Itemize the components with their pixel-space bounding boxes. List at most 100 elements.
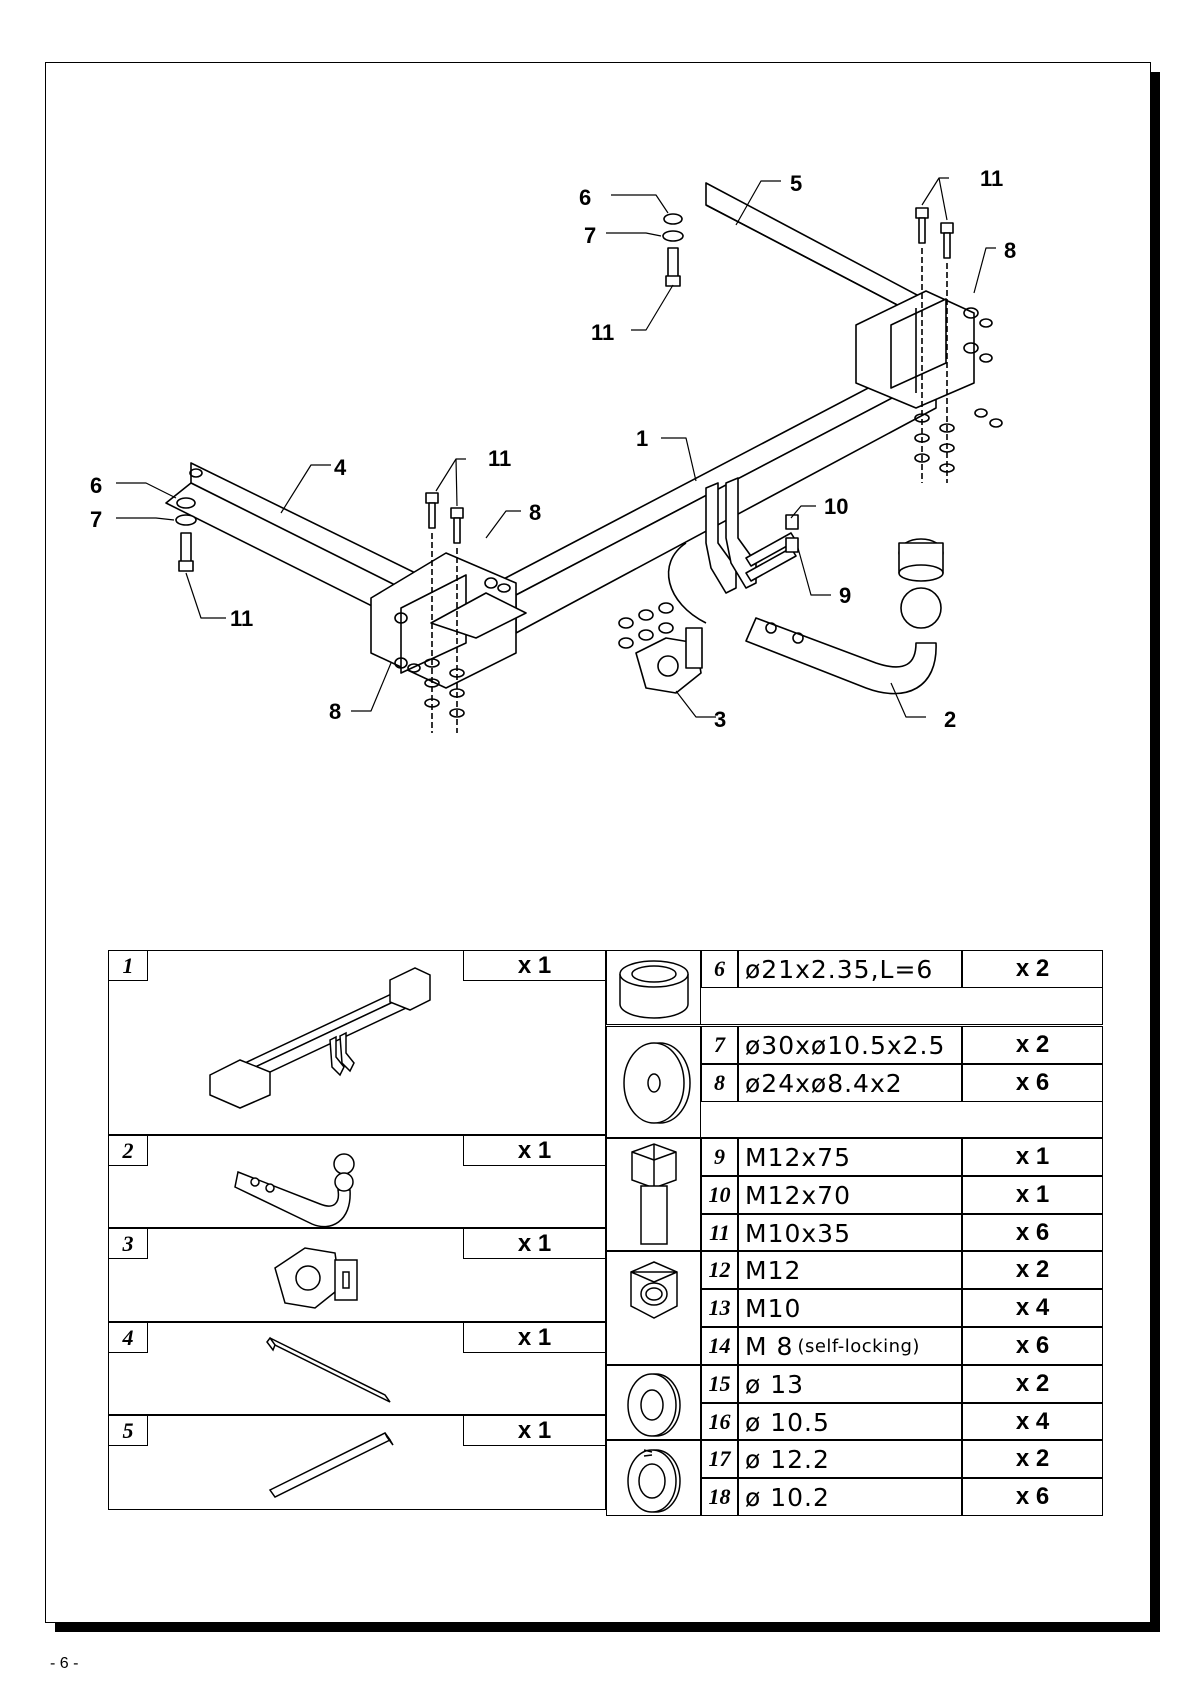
part-spec: M10 (738, 1289, 962, 1327)
callout-2: 2 (944, 707, 956, 732)
callout-8-bottom: 8 (329, 699, 341, 724)
part-spec-text: ø30xø10.5x2.5 (745, 1030, 946, 1060)
page-shadow-bottom (55, 1623, 1160, 1632)
bracket-strip-icon (265, 1330, 395, 1415)
part-number: 1 (108, 950, 148, 981)
part-quantity: x 1 (463, 1228, 606, 1259)
page-shadow-right (1151, 72, 1160, 1632)
part-number: 18 (701, 1478, 738, 1516)
callout-8-center: 8 (529, 500, 541, 525)
part-spec-text: M10x35 (745, 1218, 851, 1248)
tow-ball-arm-icon (230, 1142, 370, 1237)
part-spec: M 8(self-locking) (738, 1327, 962, 1365)
part-row-2 (108, 1135, 606, 1228)
part-row-3 (108, 1228, 606, 1322)
part-spec: ø 10.2 (738, 1478, 962, 1516)
part-spec-note: (self-locking) (797, 1335, 920, 1357)
callout-6-left: 6 (90, 473, 102, 498)
hardware-image-cell (606, 1026, 701, 1138)
part-quantity: x 4 (962, 1289, 1103, 1327)
bolts-11-left-bracket (424, 492, 465, 733)
part-spec: M10x35 (738, 1214, 962, 1252)
callout-10: 10 (824, 494, 848, 519)
hex-bolt-icon (624, 1142, 684, 1252)
part-quantity: x 6 (962, 1214, 1103, 1252)
hardware-image-cell (606, 1365, 701, 1440)
part-quantity: x 1 (962, 1176, 1103, 1214)
socket-plate-drawing (635, 627, 703, 694)
bolts-11-right-bracket (914, 207, 1003, 483)
bracket-4-drawing (165, 462, 447, 624)
part-quantity: x 6 (962, 1478, 1103, 1516)
part-row-4 (108, 1322, 606, 1415)
callout-4: 4 (334, 455, 347, 480)
plain-washer-icon (624, 1370, 684, 1445)
callout-1: 1 (636, 426, 648, 451)
tow-bar-crossbeam-icon (200, 960, 440, 1115)
part-spec-text: M 8 (745, 1331, 794, 1361)
part-quantity: x 1 (463, 1415, 606, 1446)
part-number: 3 (108, 1228, 148, 1259)
part-number: 11 (701, 1214, 738, 1252)
spacer-ring-icon (614, 958, 694, 1027)
callout-8-right: 8 (1004, 238, 1016, 263)
hardware-image-cell (606, 950, 701, 1025)
part-quantity: x 1 (463, 1135, 606, 1166)
part-spec: ø 10.5 (738, 1403, 962, 1441)
socket-plate-icon (265, 1238, 375, 1318)
callout-11-top-right: 11 (980, 166, 1003, 191)
part-spec-text: ø24xø8.4x2 (745, 1068, 903, 1098)
part-spec-text: ø 10.5 (745, 1407, 830, 1437)
part-spec: M12x75 (738, 1138, 962, 1176)
part-spec: ø24xø8.4x2 (738, 1064, 962, 1102)
part-quantity: x 1 (962, 1138, 1103, 1176)
page-number: - 6 - (50, 1655, 79, 1672)
assembly-diagram: 6 7 11 5 11 8 1 4 6 7 11 11 8 8 10 9 3 2 (90, 166, 1016, 733)
part-quantity: x 2 (962, 950, 1103, 988)
part-quantity: x 1 (463, 1322, 606, 1353)
part-quantity: x 2 (962, 1026, 1103, 1064)
flat-washer-icon (616, 1038, 696, 1133)
hex-nut-icon (623, 1258, 685, 1327)
part-spec-text: M12 (745, 1255, 802, 1285)
nuts-center (394, 577, 674, 673)
part-quantity: x 6 (962, 1064, 1103, 1102)
callout-7-left: 7 (90, 507, 102, 532)
part-spec-text: ø 13 (745, 1369, 805, 1399)
part-number: 14 (701, 1327, 738, 1365)
hardware-image-cell (606, 1251, 701, 1365)
callout-7-top: 7 (584, 223, 596, 248)
part-spec-text: ø21x2.35,L=6 (745, 954, 934, 984)
part-spec: M12 (738, 1251, 962, 1289)
part-spec-text: M12x75 (745, 1142, 851, 1172)
part-quantity: x 6 (962, 1327, 1103, 1365)
callout-11-top-left: 11 (591, 320, 614, 345)
hardware-stack-left (175, 497, 197, 572)
crossbeam-drawing (370, 290, 975, 689)
part-number: 2 (108, 1135, 148, 1166)
part-quantity: x 1 (463, 950, 606, 981)
part-spec: M12x70 (738, 1176, 962, 1214)
bolts-9-10-drawing (745, 514, 799, 582)
part-spec-text: ø 12.2 (745, 1444, 830, 1474)
callout-11-left: 11 (230, 606, 253, 631)
part-number: 7 (701, 1026, 738, 1064)
part-spec: ø21x2.35,L=6 (738, 950, 962, 988)
part-number: 17 (701, 1440, 738, 1478)
part-row-5 (108, 1415, 606, 1510)
part-spec-text: ø 10.2 (745, 1482, 830, 1512)
part-spec: ø 13 (738, 1365, 962, 1403)
callout-5: 5 (790, 171, 802, 196)
callout-3: 3 (714, 707, 726, 732)
tow-ball-drawing (745, 538, 944, 695)
hardware-image-cell (606, 1138, 701, 1251)
part-number: 16 (701, 1403, 738, 1441)
part-spec: ø30xø10.5x2.5 (738, 1026, 962, 1064)
part-number: 13 (701, 1289, 738, 1327)
part-row-1 (108, 950, 606, 1135)
part-number: 5 (108, 1415, 148, 1446)
callout-11-center: 11 (488, 446, 511, 471)
part-number: 12 (701, 1251, 738, 1289)
callout-9: 9 (839, 583, 851, 608)
part-number: 10 (701, 1176, 738, 1214)
